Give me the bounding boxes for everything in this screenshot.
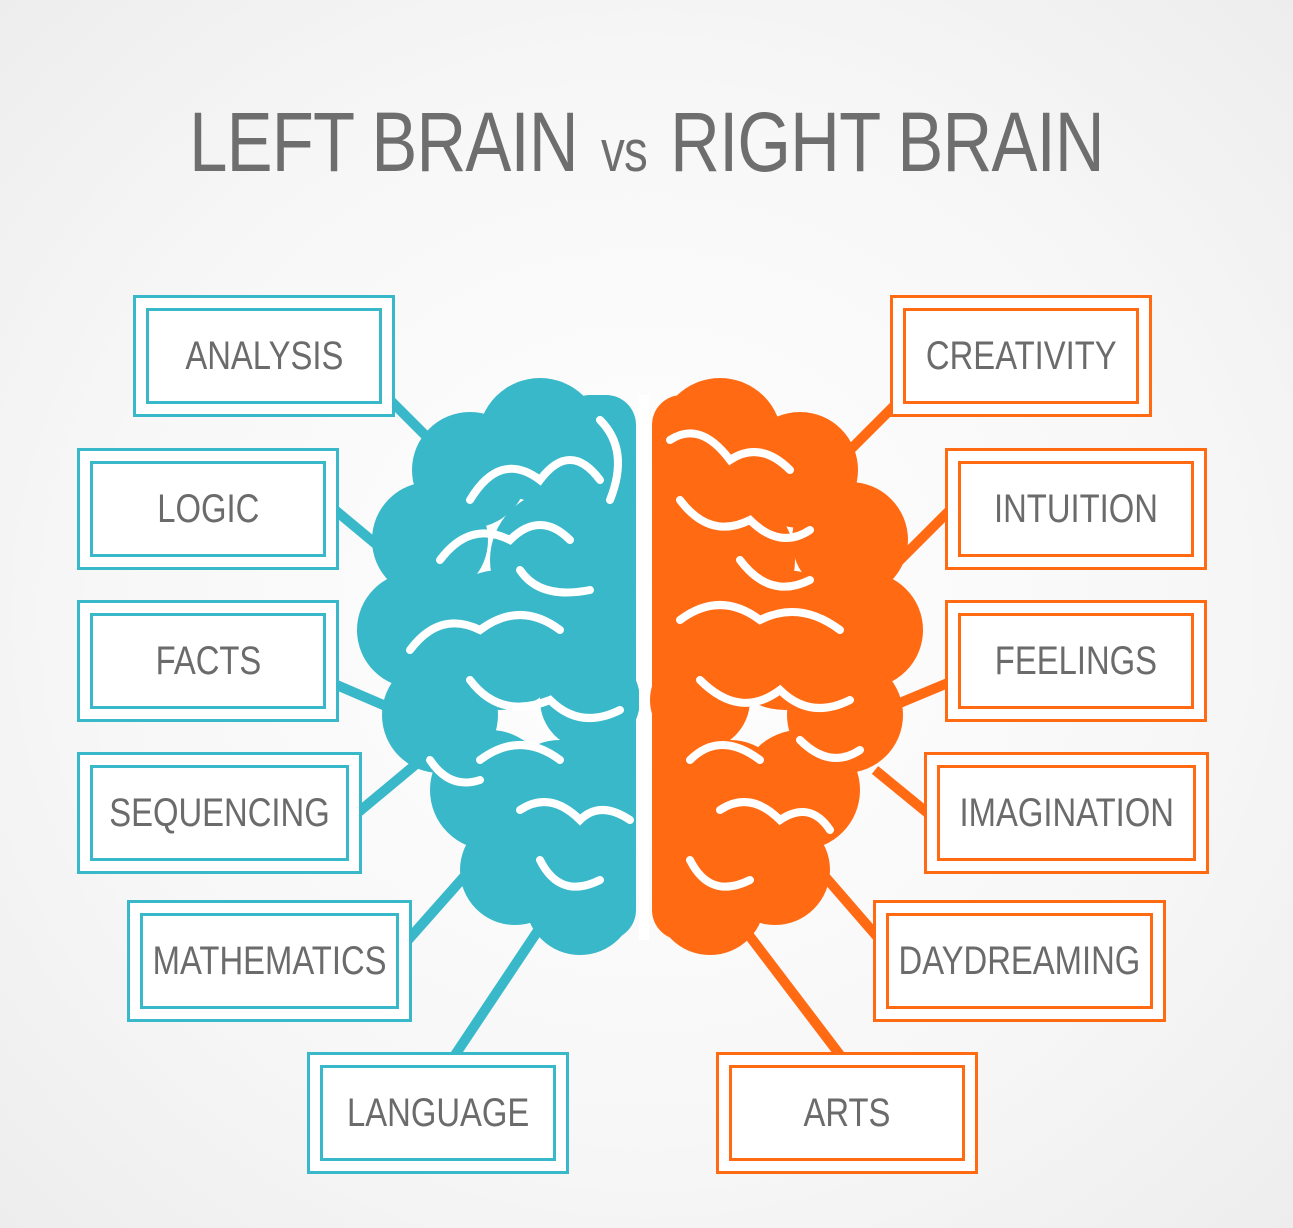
label-sequencing: SEQUENCING — [109, 791, 330, 835]
title-left: LEFT BRAIN — [189, 95, 578, 189]
label-mathematics: MATHEMATICS — [152, 939, 387, 983]
label-box-analysis: ANALYSIS — [133, 295, 395, 417]
page-title: LEFT BRAIN vs RIGHT BRAIN — [116, 100, 1176, 184]
label-box-language: LANGUAGE — [307, 1052, 569, 1174]
label-box-intuition: INTUITION — [945, 448, 1207, 570]
connector-mathematics — [404, 866, 474, 944]
label-language: LANGUAGE — [346, 1091, 530, 1135]
label-box-sequencing: SEQUENCING — [77, 752, 362, 874]
connector-sequencing — [351, 761, 419, 819]
label-arts: ARTS — [803, 1091, 891, 1135]
connector-imagination — [871, 766, 934, 819]
label-box-daydreaming: DAYDREAMING — [873, 900, 1166, 1022]
label-box-feelings: FEELINGS — [945, 600, 1207, 722]
title-vs: vs — [601, 119, 648, 184]
left-hemisphere — [357, 378, 640, 955]
connector-language — [450, 917, 550, 1058]
connector-arts — [741, 926, 844, 1059]
label-box-facts: FACTS — [77, 600, 339, 722]
label-creativity: CREATIVITY — [925, 334, 1117, 378]
label-daydreaming: DAYDREAMING — [898, 939, 1141, 983]
label-logic: LOGIC — [156, 487, 260, 531]
label-intuition: INTUITION — [993, 487, 1158, 531]
label-box-mathematics: MATHEMATICS — [127, 900, 412, 1022]
label-box-logic: LOGIC — [77, 448, 339, 570]
label-box-arts: ARTS — [716, 1052, 978, 1174]
right-connectors — [741, 396, 957, 1059]
label-feelings: FEELINGS — [994, 639, 1158, 683]
label-box-creativity: CREATIVITY — [890, 295, 1152, 417]
title-right: RIGHT BRAIN — [670, 95, 1104, 189]
label-imagination: IMAGINATION — [959, 791, 1174, 835]
label-box-imagination: IMAGINATION — [924, 752, 1209, 874]
label-facts: FACTS — [155, 639, 261, 683]
label-analysis: ANALYSIS — [184, 334, 344, 378]
right-hemisphere — [650, 378, 923, 955]
